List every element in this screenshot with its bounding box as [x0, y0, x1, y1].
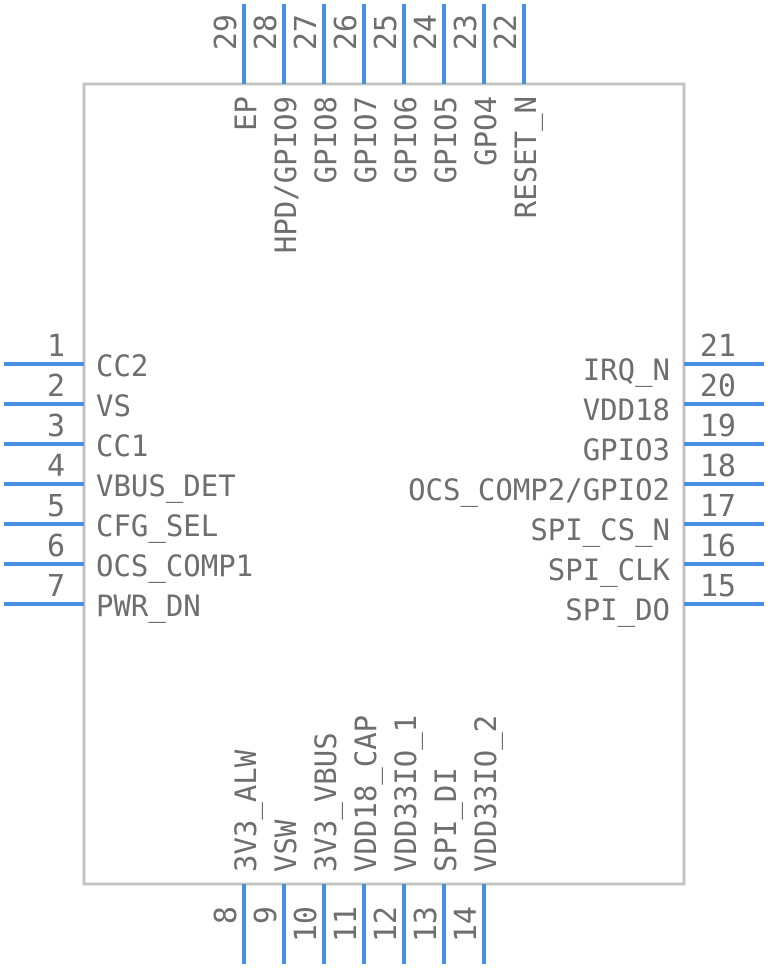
ic-body [82, 82, 686, 886]
pin-number: 16 [700, 529, 736, 564]
pin-number: 1 [47, 329, 65, 364]
pin-number: 22 [489, 14, 524, 50]
pin-number: 14 [449, 906, 484, 942]
pin-label: 3V3_VBUS [309, 732, 344, 872]
pin-label: GPIO8 [309, 96, 343, 183]
pin-number: 4 [47, 449, 65, 484]
pin-number: 25 [369, 14, 404, 50]
pin-number: 2 [47, 369, 65, 404]
pin-number: 21 [700, 329, 736, 364]
pin-number: 23 [449, 14, 484, 50]
pin-label: CC1 [96, 429, 148, 463]
pin-number: 17 [700, 489, 736, 524]
pin-number: 11 [329, 906, 364, 942]
pin-label: VDD18 [583, 393, 670, 427]
pin-label: VDD18_CAP [349, 715, 384, 872]
pin-number: 24 [409, 14, 444, 50]
pin-label: 3V3_ALW [229, 749, 264, 872]
pin-number: 6 [47, 529, 65, 564]
pin-label: VBUS_DET [96, 469, 236, 504]
pin-label: VDD33IO_1 [389, 715, 424, 872]
pin-number: 9 [249, 906, 284, 924]
pin-number: 20 [700, 369, 736, 404]
pin-number: 3 [47, 409, 65, 444]
pin-label: CFG_SEL [96, 509, 218, 544]
pin-label: GPIO6 [389, 96, 423, 183]
pin-label: SPI_DI [429, 767, 464, 872]
pin-label: GPIO5 [429, 96, 463, 183]
pin-number: 7 [47, 569, 65, 604]
pin-label: EP [229, 96, 263, 131]
pin-label: SPI_CLK [548, 553, 671, 588]
pin-label: RESET_N [509, 96, 544, 218]
pin-number: 18 [700, 449, 736, 484]
pin-number: 10 [289, 906, 324, 942]
pin-label: VS [96, 389, 131, 423]
pin-number: 27 [289, 14, 324, 50]
pin-label: CC2 [96, 349, 148, 383]
pin-label: OCS_COMP1 [96, 549, 253, 584]
pin-number: 28 [249, 14, 284, 50]
pin-label: GPIO3 [583, 433, 670, 467]
pin-label: IRQ_N [583, 353, 670, 388]
pin-label: OCS_COMP2/GPIO2 [408, 473, 670, 508]
pin-label: PWR_DN [96, 589, 201, 624]
pin-number: 13 [409, 906, 444, 942]
pin-number: 8 [209, 906, 244, 924]
pin-number: 5 [47, 489, 65, 524]
pin-label: VDD33IO_2 [469, 715, 504, 872]
pin-number: 12 [369, 906, 404, 942]
pin-label: GPO4 [469, 96, 503, 166]
pin-label: VSW [269, 819, 303, 872]
pin-label: GPIO7 [349, 96, 383, 183]
pin-label: HPD/GPIO9 [269, 96, 303, 253]
pin-number: 29 [209, 14, 244, 50]
pin-number: 26 [329, 14, 364, 50]
pin-label: SPI_DO [565, 593, 670, 628]
pin-number: 19 [700, 409, 736, 444]
pin-label: SPI_CS_N [530, 513, 670, 548]
pin-number: 15 [700, 569, 736, 604]
